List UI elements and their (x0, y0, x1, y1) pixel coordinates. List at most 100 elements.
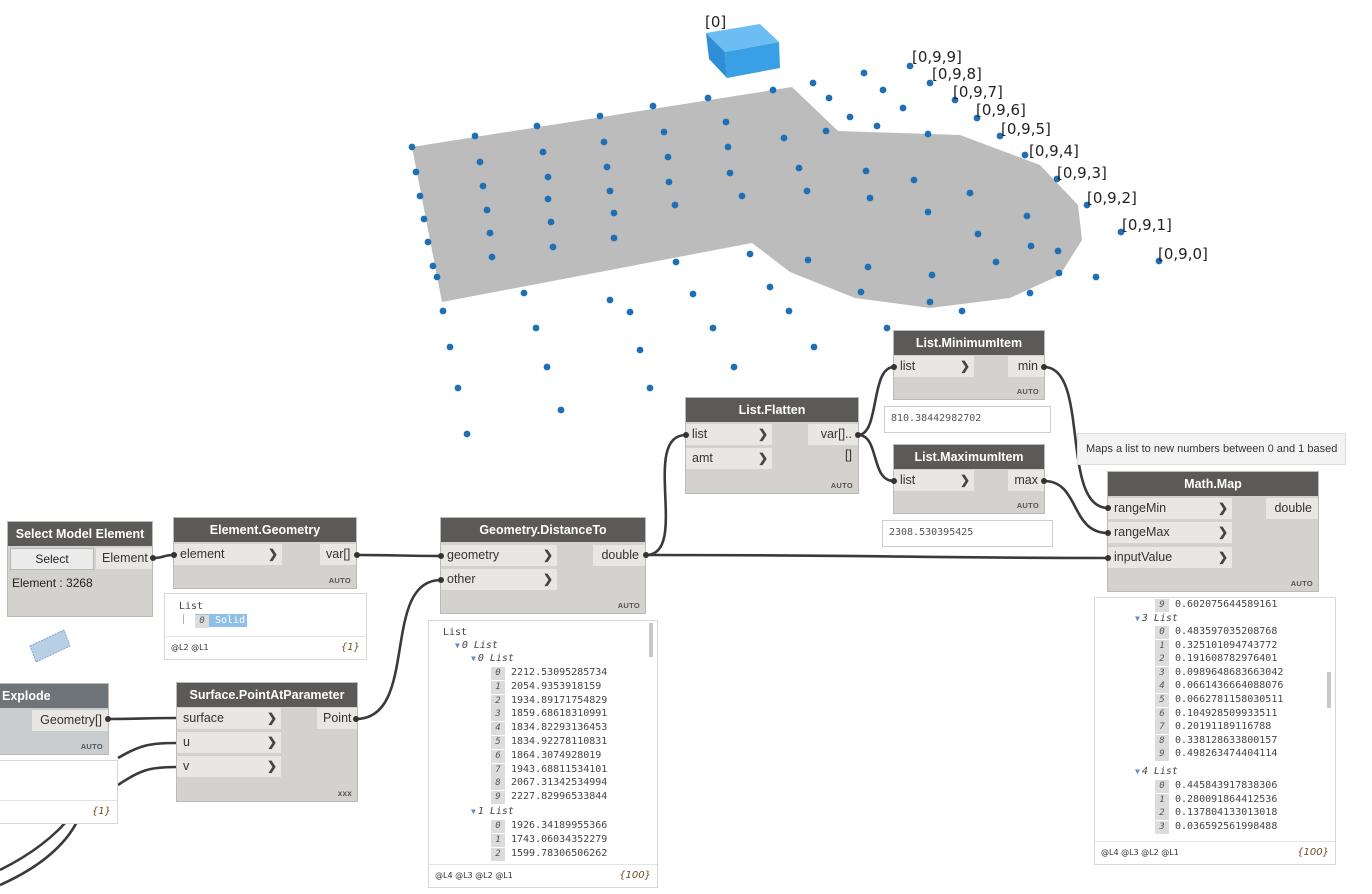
tree-node[interactable]: ▼1 List (471, 805, 514, 818)
scrollbar[interactable] (1327, 672, 1331, 708)
tree-node[interactable]: ▼0 List (471, 652, 514, 665)
input-port-surface[interactable]: surface❯ (177, 708, 281, 729)
tree-node[interactable]: ▼4 List (1135, 765, 1178, 778)
tree-node[interactable]: ▼3 List (1135, 612, 1178, 625)
surface-point-at-parameter-node[interactable]: Surface.PointAtParameter surface❯ u❯ v❯ … (177, 683, 357, 801)
output-port-geometry[interactable]: Geometry[] (32, 710, 108, 731)
tree-node[interactable]: ▼0 List (455, 639, 498, 652)
math-map-node[interactable]: Math.Map rangeMin❯ rangeMax❯ inputValue❯… (1108, 472, 1318, 591)
grid-point (704, 94, 712, 102)
output-port-max[interactable]: max (1008, 470, 1044, 491)
grid-point (433, 273, 441, 281)
list-minimum-item-node[interactable]: List.MinimumItem list❯ min AUTO (894, 331, 1044, 399)
select-button[interactable]: Select (10, 548, 94, 570)
input-port-list[interactable]: list❯ (894, 356, 974, 377)
port-connector[interactable] (1105, 555, 1111, 561)
output-port-double[interactable]: double (593, 545, 645, 566)
input-port-amt[interactable]: amt❯ (686, 448, 772, 469)
list-flatten-node[interactable]: List.Flatten list❯ amt❯ var[]..[] AUTO (686, 398, 858, 493)
port-connector[interactable] (171, 552, 177, 558)
port-connector[interactable] (891, 478, 897, 484)
grid-point (974, 230, 982, 238)
input-port-v[interactable]: v❯ (177, 756, 281, 777)
output-port-var[interactable]: var[] (320, 544, 356, 565)
item-value: 2212.53095285734 (511, 667, 608, 678)
output-port-double[interactable]: double (1266, 498, 1318, 519)
select-model-element-node[interactable]: Select Model Element Select Element Elem… (8, 522, 152, 616)
list-maximum-item-node[interactable]: List.MaximumItem list❯ max AUTO (894, 445, 1044, 513)
port-connector[interactable] (855, 432, 861, 438)
output-port-element[interactable]: Element (96, 548, 152, 569)
grid-point (1023, 212, 1031, 220)
port-connector[interactable] (1105, 530, 1111, 536)
explode-node[interactable]: Explode Geometry[] AUTO (0, 684, 108, 754)
grid-point (1026, 289, 1034, 297)
port-connector[interactable] (1041, 478, 1047, 484)
port-connector[interactable] (1105, 505, 1111, 511)
element-geometry-node[interactable]: Element.Geometry element❯ var[] AUTO (174, 518, 356, 588)
grid-point (660, 128, 668, 136)
item-value: 2054.9353918159 (511, 680, 602, 692)
input-port-list[interactable]: list❯ (686, 424, 772, 445)
scrollbar[interactable] (649, 623, 653, 657)
input-port-inputvalue[interactable]: inputValue❯ (1108, 547, 1232, 568)
port-connector[interactable] (438, 577, 444, 583)
port-connector[interactable] (150, 555, 156, 561)
input-port-list[interactable]: list❯ (894, 470, 974, 491)
level-labels: @L2 @L1 (171, 643, 209, 652)
geometry-distance-to-node[interactable]: Geometry.DistanceTo geometry❯ other❯ dou… (441, 518, 645, 613)
output-port-min[interactable]: min (1008, 356, 1044, 377)
port-connector[interactable] (1041, 364, 1047, 370)
input-port-u[interactable]: u❯ (177, 732, 281, 753)
port-connector[interactable] (353, 716, 359, 722)
port-connector[interactable] (683, 432, 689, 438)
port-connector[interactable] (891, 364, 897, 370)
input-port-rangemax[interactable]: rangeMax❯ (1108, 522, 1232, 543)
input-port-rangemin[interactable]: rangeMin❯ (1108, 498, 1232, 519)
input-port-other[interactable]: other❯ (441, 569, 557, 590)
port-connector[interactable] (105, 716, 111, 722)
explode-watch-panel[interactable]: {1} (0, 760, 118, 824)
output-port-var[interactable]: var[]..[] (808, 424, 858, 462)
lacing-label: AUTO (328, 576, 351, 585)
output-port-point[interactable]: Point (317, 708, 357, 729)
port-connector[interactable] (438, 553, 444, 559)
port-connector[interactable] (354, 552, 360, 558)
input-port-geometry[interactable]: geometry❯ (441, 545, 557, 566)
input-port-element[interactable]: element❯ (174, 544, 282, 565)
port-connector[interactable] (643, 552, 649, 558)
